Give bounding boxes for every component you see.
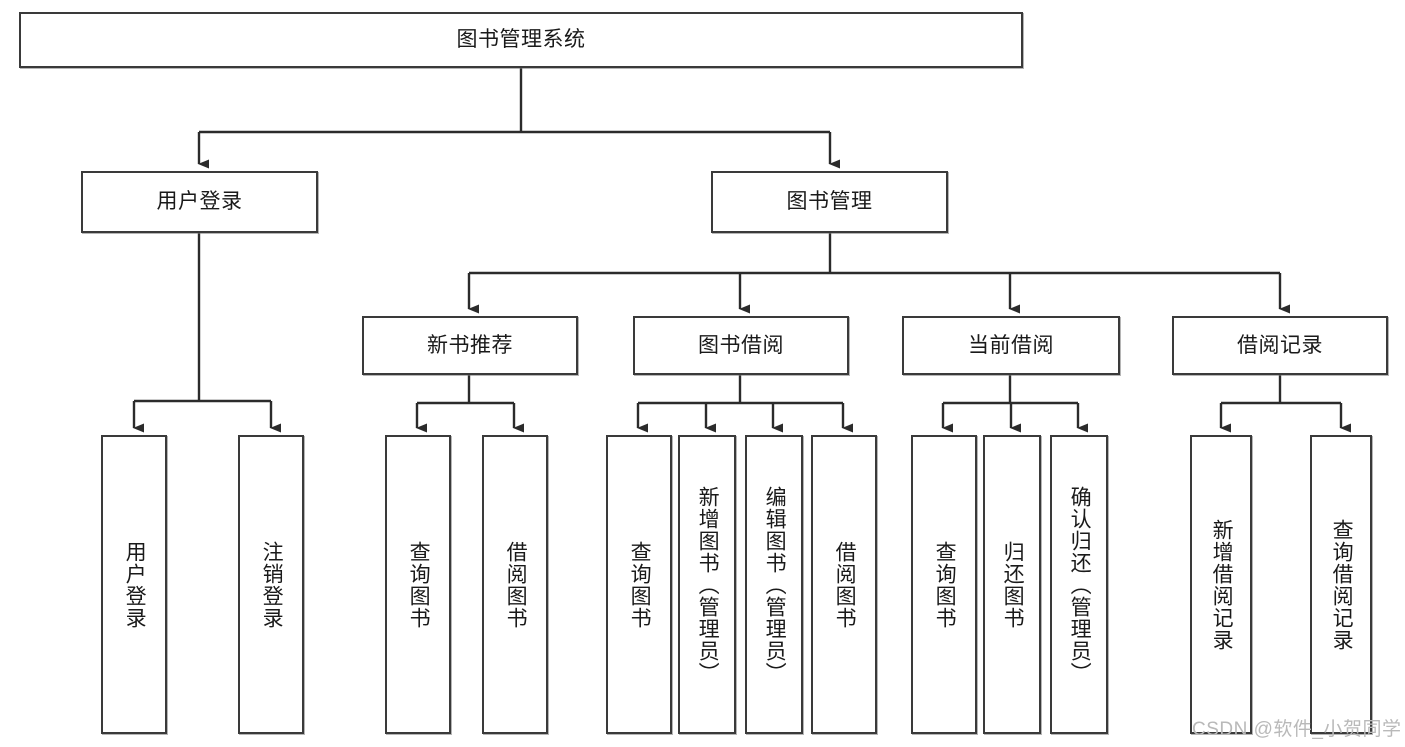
node-label: 用户登录 [156,190,243,214]
node-label: 归还图书 [1001,540,1025,629]
node-label: 借阅图书 [504,540,528,629]
leaf-user-login[interactable]: 用户登录 [101,435,167,734]
leaf-query-book-borrow[interactable]: 查询图书 [606,435,672,734]
node-label: 当前借阅 [968,333,1054,357]
node-label: 图书管理系统 [456,28,586,52]
node-label: 查询图书 [628,540,652,629]
node-label: 注销登录 [260,540,284,629]
leaf-logout[interactable]: 注销登录 [238,435,304,734]
node-label: 新增图书（管理员） [696,485,720,684]
leaf-return-book[interactable]: 归还图书 [983,435,1041,734]
node-book-borrow[interactable]: 图书借阅 [633,316,849,375]
leaf-query-book-newbook[interactable]: 查询图书 [385,435,451,734]
node-label: 查询借阅记录 [1330,518,1354,651]
leaf-query-book-current[interactable]: 查询图书 [911,435,977,734]
node-user-login[interactable]: 用户登录 [81,171,318,233]
leaf-confirm-return-admin[interactable]: 确认归还（管理员） [1050,435,1108,734]
node-new-book-recommend[interactable]: 新书推荐 [362,316,578,375]
node-label: 图书借阅 [698,333,784,357]
node-borrow-records[interactable]: 借阅记录 [1172,316,1388,375]
node-label: 新书推荐 [427,333,513,357]
node-book-management[interactable]: 图书管理 [711,171,948,233]
leaf-add-borrow-record[interactable]: 新增借阅记录 [1190,435,1252,734]
csdn-watermark: CSDN @软件_小贺同学 [1192,719,1402,740]
node-label: 编辑图书（管理员） [763,485,787,684]
node-label: 查询图书 [933,540,957,629]
node-label: 新增借阅记录 [1210,518,1234,651]
node-label: 图书管理 [786,190,873,214]
leaf-edit-book-admin[interactable]: 编辑图书（管理员） [745,435,803,734]
node-label: 确认归还（管理员） [1068,485,1092,684]
node-label: 用户登录 [123,540,147,629]
node-current-borrow[interactable]: 当前借阅 [902,316,1120,375]
node-label: 查询图书 [407,540,431,629]
node-root[interactable]: 图书管理系统 [19,12,1023,68]
leaf-query-borrow-record[interactable]: 查询借阅记录 [1310,435,1372,734]
node-label: 借阅图书 [833,540,857,629]
leaf-borrow-book[interactable]: 借阅图书 [811,435,877,734]
leaf-borrow-book-newbook[interactable]: 借阅图书 [482,435,548,734]
node-label: 借阅记录 [1237,333,1323,357]
leaf-add-book-admin[interactable]: 新增图书（管理员） [678,435,736,734]
